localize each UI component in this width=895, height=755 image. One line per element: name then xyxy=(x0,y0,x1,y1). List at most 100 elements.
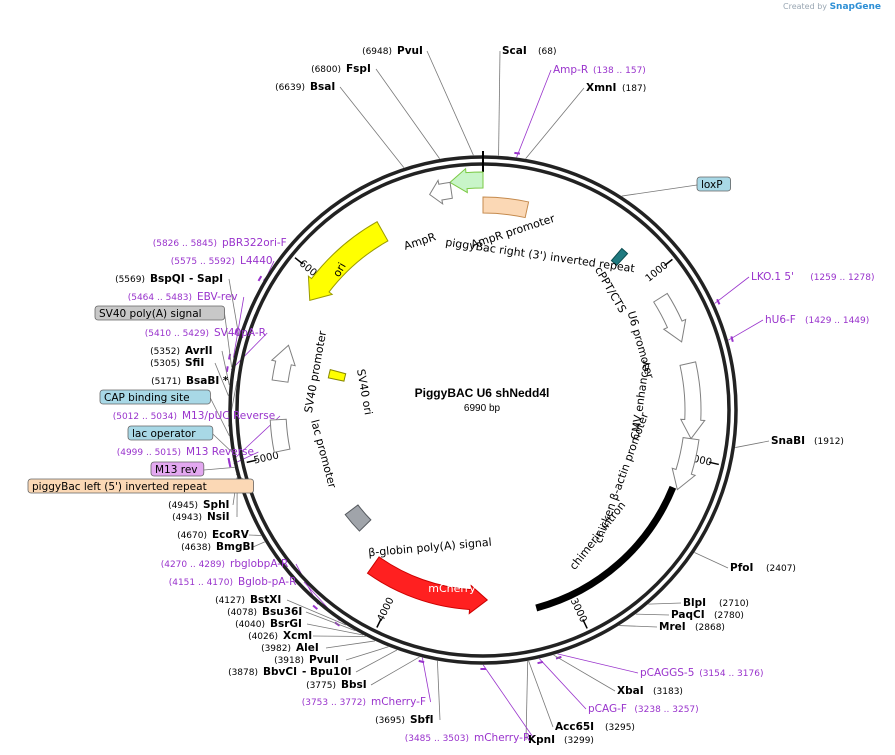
annotation-enzyme[interactable]: SnaBI(1912) xyxy=(771,435,844,447)
annotation-primer[interactable]: pBR322ori-F(5826 .. 5845) xyxy=(153,237,287,249)
annotation-enzyme[interactable]: Bsu36I(4078) xyxy=(227,606,302,618)
leader-line xyxy=(735,440,770,448)
leader-line xyxy=(252,541,265,548)
annotation-enzyme[interactable]: PaqCI(2780) xyxy=(671,609,744,621)
annotation-name: AleI xyxy=(296,642,319,654)
feature-piggybac-right-3-inverted-repeat[interactable] xyxy=(482,196,530,219)
annotation-enzyme[interactable]: XmnI(187) xyxy=(586,82,646,94)
badge-label: CAP binding site xyxy=(104,392,190,404)
annotation-primer[interactable]: M13/pUC Reverse(5012 .. 5034) xyxy=(113,410,275,422)
feature-u6-promoter[interactable] xyxy=(653,292,687,343)
badge-box xyxy=(696,176,731,192)
annotation-enzyme[interactable]: AvrII(5352) xyxy=(150,345,213,357)
annotation-badge[interactable]: M13 rev xyxy=(150,461,205,477)
leader-line xyxy=(224,313,233,368)
feature-ampr-promoter[interactable] xyxy=(428,178,453,206)
leader-line xyxy=(312,635,366,637)
annotation-enzyme[interactable]: NsiI(4943) xyxy=(172,511,229,523)
annotation-enzyme[interactable]: BstXI(4127) xyxy=(215,594,281,606)
annotation-primer[interactable]: mCherry-R(3485 .. 3503) xyxy=(405,732,531,744)
annotation-enzyme[interactable]: AleI(3982) xyxy=(261,642,319,654)
annotation-coord: (4127) xyxy=(215,596,245,606)
annotation-enzyme[interactable]: Acc65I(3295) xyxy=(555,721,635,733)
feature-label: AmpR xyxy=(402,230,438,253)
annotation-primer[interactable]: mCherry-F(3753 .. 3772) xyxy=(302,696,426,708)
leader-line xyxy=(306,623,364,636)
feature-chicken-actin-promoter[interactable] xyxy=(671,437,700,491)
annotation-enzyme[interactable]: PfoI(2407) xyxy=(730,562,796,574)
annotation-coord: (5012 .. 5034) xyxy=(113,412,177,422)
annotation-badge[interactable]: loxP xyxy=(696,176,731,192)
annotation-primer[interactable]: SV40pA-R(5410 .. 5429) xyxy=(145,327,266,339)
annotation-badge[interactable]: CAP binding site xyxy=(99,389,211,405)
annotation-enzyme[interactable]: SfiI(5305) xyxy=(150,357,204,369)
annotation-enzyme[interactable]: BbsI(3775) xyxy=(306,679,367,691)
feature-cppt-cts[interactable] xyxy=(610,247,629,267)
annotation-primer[interactable]: M13 Reverse(4999 .. 5015) xyxy=(117,446,254,458)
leader-line xyxy=(339,86,405,168)
annotation-enzyme[interactable]: BbvCI(3878)- Bpu10I xyxy=(228,666,351,678)
annotation-primer[interactable]: pCAGGS-5(3154 .. 3176) xyxy=(640,667,763,679)
leader-line xyxy=(619,625,658,628)
annotation-badge[interactable]: lac operator xyxy=(127,425,214,441)
annotation-coord: (3878) xyxy=(228,668,258,678)
feature-sv40-promoter[interactable] xyxy=(270,344,296,383)
annotation-primer[interactable]: LKO.1 5'(1259 .. 1278) xyxy=(751,271,874,283)
annotation-coord: (3695) xyxy=(375,716,405,726)
annotation-primer[interactable]: hU6-F(1429 .. 1449) xyxy=(765,314,869,326)
tick-mark xyxy=(294,257,304,265)
annotation-enzyme[interactable]: SphI(4945) xyxy=(168,499,229,511)
annotation-enzyme[interactable]: BspQI(5569)- SapI xyxy=(115,273,223,285)
annotation-coord: (6639) xyxy=(275,83,305,93)
feature-lac-promoter[interactable] xyxy=(269,418,291,453)
annotation-primer[interactable]: Amp-R(138 .. 157) xyxy=(553,64,646,76)
annotation-enzyme[interactable]: BmgBI(4638) xyxy=(181,541,254,553)
feature-mcherry[interactable] xyxy=(366,556,489,615)
feature-chimeric-intron[interactable] xyxy=(535,485,677,612)
annotation-coord: (6948) xyxy=(362,47,392,57)
annotation-enzyme[interactable]: BsrGI(4040) xyxy=(235,618,302,630)
annotation-enzyme[interactable]: KpnI(3299) xyxy=(528,734,594,746)
annotation-enzyme[interactable]: BsaI(6639) xyxy=(275,81,335,93)
annotation-badge[interactable]: piggyBac left (5') inverted repeat xyxy=(27,478,255,494)
leader-line xyxy=(553,654,616,692)
annotation-enzyme[interactable]: BlpI(2710) xyxy=(683,597,749,609)
annotation-enzyme[interactable]: PvuII(3918) xyxy=(274,654,339,666)
annotation-coord: (5464 .. 5483) xyxy=(128,293,192,303)
annotation-primer[interactable]: rbglobpA-R(4270 .. 4289) xyxy=(161,558,289,570)
primer-site xyxy=(514,151,521,155)
annotation-enzyme[interactable]: MreI(2868) xyxy=(659,621,725,633)
leader-line xyxy=(230,332,268,370)
leader-line xyxy=(325,640,375,649)
annotation-enzyme[interactable]: FspI(6800) xyxy=(311,63,371,75)
annotation-primer[interactable]: pCAG-F(3238 .. 3257) xyxy=(588,703,699,715)
annotation-enzyme[interactable]: XcmI(4026) xyxy=(248,630,312,642)
annotation-name: XmnI xyxy=(586,82,616,94)
leader-line xyxy=(210,397,230,436)
annotation-coord: (4151 .. 4170) xyxy=(169,578,233,588)
annotation-enzyme[interactable]: ScaI(68) xyxy=(502,45,556,57)
feature-cmv-enhancer[interactable] xyxy=(679,361,706,440)
annotation-primer[interactable]: Bglob-pA-R(4151 .. 4170) xyxy=(169,576,297,588)
annotation-name: Acc65I xyxy=(555,721,594,733)
annotation-enzyme[interactable]: BsaBI *(5171) xyxy=(151,375,229,387)
annotation-enzyme[interactable]: SbfI(3695) xyxy=(375,714,434,726)
annotation-enzyme[interactable]: EcoRV(4670) xyxy=(177,529,250,541)
tick-mark xyxy=(376,618,382,628)
primer-site xyxy=(257,275,263,282)
leader-line xyxy=(228,278,240,337)
annotation-primer[interactable]: EBV-rev(5464 .. 5483) xyxy=(128,291,238,303)
primer-site xyxy=(225,366,229,373)
annotation-enzyme[interactable]: XbaI(3183) xyxy=(617,685,683,697)
annotation-primer[interactable]: L4440(5575 .. 5592) xyxy=(171,255,273,267)
annotation-enzyme[interactable]: PvuI(6948) xyxy=(362,45,423,57)
annotation-badge[interactable]: SV40 poly(A) signal xyxy=(94,305,226,321)
feature-ampr[interactable] xyxy=(449,167,484,194)
feature-globin-poly-a-signal[interactable] xyxy=(344,504,372,532)
leader-line xyxy=(528,660,554,728)
feature-sv40-ori[interactable] xyxy=(327,369,347,382)
feature-ori[interactable] xyxy=(307,221,389,302)
annotation-coord: (4026) xyxy=(248,632,278,642)
leader-line xyxy=(516,69,552,158)
primer-site xyxy=(716,298,721,305)
